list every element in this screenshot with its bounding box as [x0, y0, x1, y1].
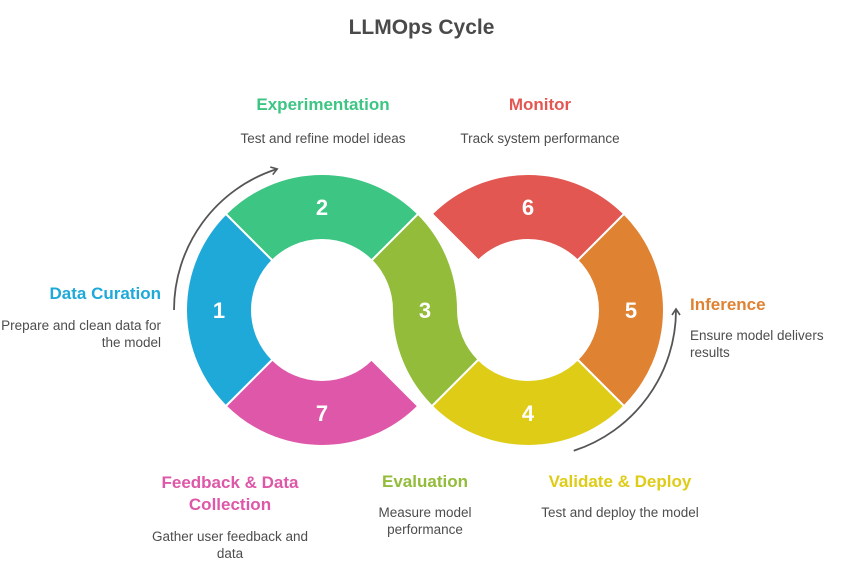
segment-7-feedback [224, 358, 420, 448]
stage-number-7: 7 [316, 401, 328, 426]
segment-4-validate-deploy [430, 358, 626, 448]
stage-4-description: Test and deploy the model [541, 505, 699, 520]
stage-7-label: Feedback & Data Collection [161, 473, 299, 514]
stage-6-description: Track system performance [460, 131, 620, 146]
stage-2-description: Test and refine model ideas [240, 131, 406, 146]
stage-5-label: Inference [690, 295, 766, 314]
cycle-arrow-right [573, 307, 681, 452]
stage-3-description: Measure model performance [378, 505, 472, 537]
stage-number-4: 4 [522, 401, 535, 426]
stage-number-2: 2 [316, 195, 328, 220]
stage-3-label: Evaluation [382, 472, 468, 491]
stage-7-description: Gather user feedback and data [151, 529, 309, 561]
segment-3-evaluation [370, 212, 480, 408]
stage-1-label: Data Curation [49, 284, 161, 303]
stage-4-label: Validate & Deploy [548, 472, 692, 491]
stage-number-1: 1 [213, 298, 225, 323]
stage-number-5: 5 [625, 298, 637, 323]
stage-2-label: Experimentation [256, 95, 390, 114]
stage-1-description: Prepare and clean data for the model [1, 318, 161, 350]
segment-6-monitor [430, 172, 626, 262]
stage-number-3: 3 [419, 298, 431, 323]
diagram-title: LLMOps Cycle [348, 16, 495, 39]
segment-5-inference [576, 212, 666, 408]
cycle-arrow-left [173, 166, 279, 311]
stage-5-description: Ensure model delivers results [690, 328, 824, 360]
stage-number-6: 6 [522, 195, 534, 220]
segment-1-data-curation [184, 212, 274, 408]
segment-2-experimentation [224, 172, 420, 262]
stage-6-label: Monitor [508, 95, 572, 114]
